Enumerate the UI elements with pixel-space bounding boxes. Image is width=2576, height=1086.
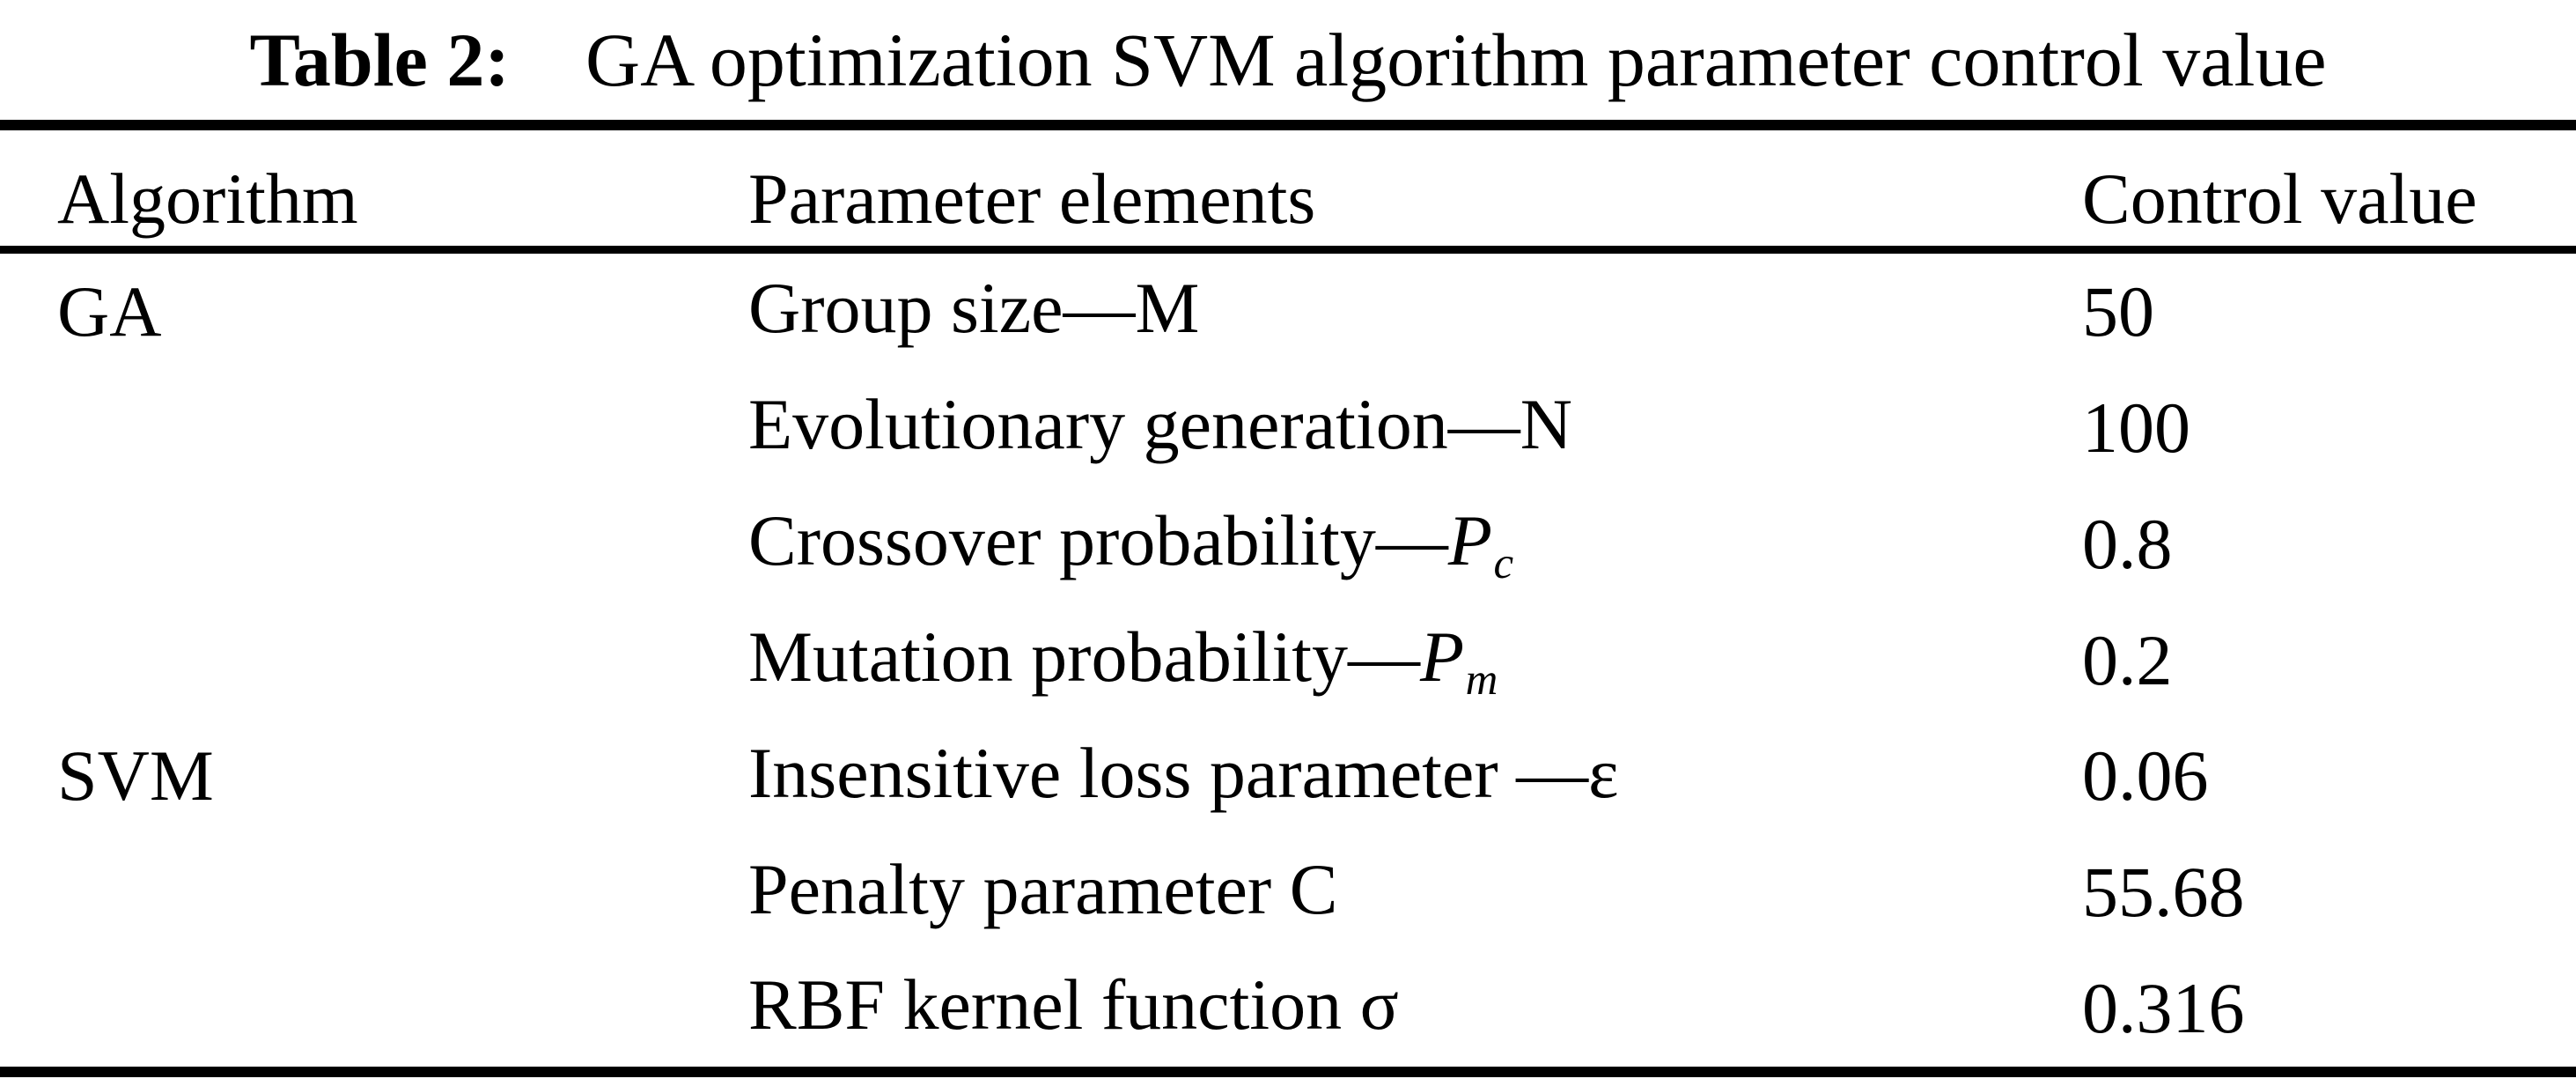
parameter-subscript: c: [1493, 538, 1514, 588]
table-header-row: Algorithm Parameter elements Control val…: [0, 130, 2576, 254]
cell-value: 0.2: [2082, 619, 2173, 700]
parameter-variable: P: [1447, 500, 1492, 581]
cell-parameter: Evolutionary generation—N: [748, 383, 2082, 472]
cell-value: 0.06: [2082, 735, 2209, 816]
cell-value: 50: [2082, 270, 2154, 351]
cell-parameter: RBF kernel function σ: [748, 964, 2082, 1053]
column-header-algorithm: Algorithm: [57, 159, 358, 239]
cell-algorithm: GA: [57, 270, 162, 351]
parameter-subscript: m: [1465, 654, 1498, 705]
cell-value: 55.68: [2082, 852, 2245, 933]
parameter-text: Penalty parameter C: [748, 848, 1338, 929]
table-body: GA Group size—M 50 Evolutionary generati…: [0, 254, 2576, 1067]
cell-parameter: Crossover probability—Pc: [748, 499, 2082, 588]
parameter-text: Crossover probability—: [748, 500, 1448, 581]
table-caption: Table 2: GA optimization SVM algorithm pa…: [0, 0, 2576, 120]
table-row: SVM Insensitive loss parameter —ε 0.06: [0, 718, 2576, 834]
parameters-table: Algorithm Parameter elements Control val…: [0, 120, 2576, 1077]
table-row: Crossover probability—Pc 0.8: [0, 486, 2576, 602]
parameter-text: Group size—M: [748, 268, 1200, 349]
cell-value: 0.316: [2082, 968, 2245, 1049]
table-row: Penalty parameter C 55.68: [0, 834, 2576, 950]
cell-parameter: Penalty parameter C: [748, 848, 2082, 937]
caption-label: Table 2:: [249, 18, 510, 102]
cell-value: 0.8: [2082, 503, 2173, 584]
parameter-text: Insensitive loss parameter —ε: [748, 732, 1619, 813]
cell-algorithm: SVM: [57, 735, 214, 816]
cell-parameter: Mutation probability—Pm: [748, 616, 2082, 705]
caption-text: GA optimization SVM algorithm parameter …: [585, 18, 2327, 102]
column-header-control-value: Control value: [2082, 159, 2477, 239]
parameter-variable: P: [1419, 616, 1465, 697]
parameter-text: Mutation probability—: [748, 616, 1420, 697]
table-row: RBF kernel function σ 0.316: [0, 950, 2576, 1067]
parameter-text: Evolutionary generation—N: [748, 384, 1572, 465]
table-row: Mutation probability—Pm 0.2: [0, 602, 2576, 719]
cell-parameter: Group size—M: [748, 267, 2082, 356]
table-row: Evolutionary generation—N 100: [0, 370, 2576, 486]
column-header-parameter-elements: Parameter elements: [748, 159, 1316, 239]
cell-value: 100: [2082, 387, 2190, 468]
parameter-text: RBF kernel function σ: [748, 964, 1399, 1045]
table-row: GA Group size—M 50: [0, 254, 2576, 370]
cell-parameter: Insensitive loss parameter —ε: [748, 732, 2082, 821]
